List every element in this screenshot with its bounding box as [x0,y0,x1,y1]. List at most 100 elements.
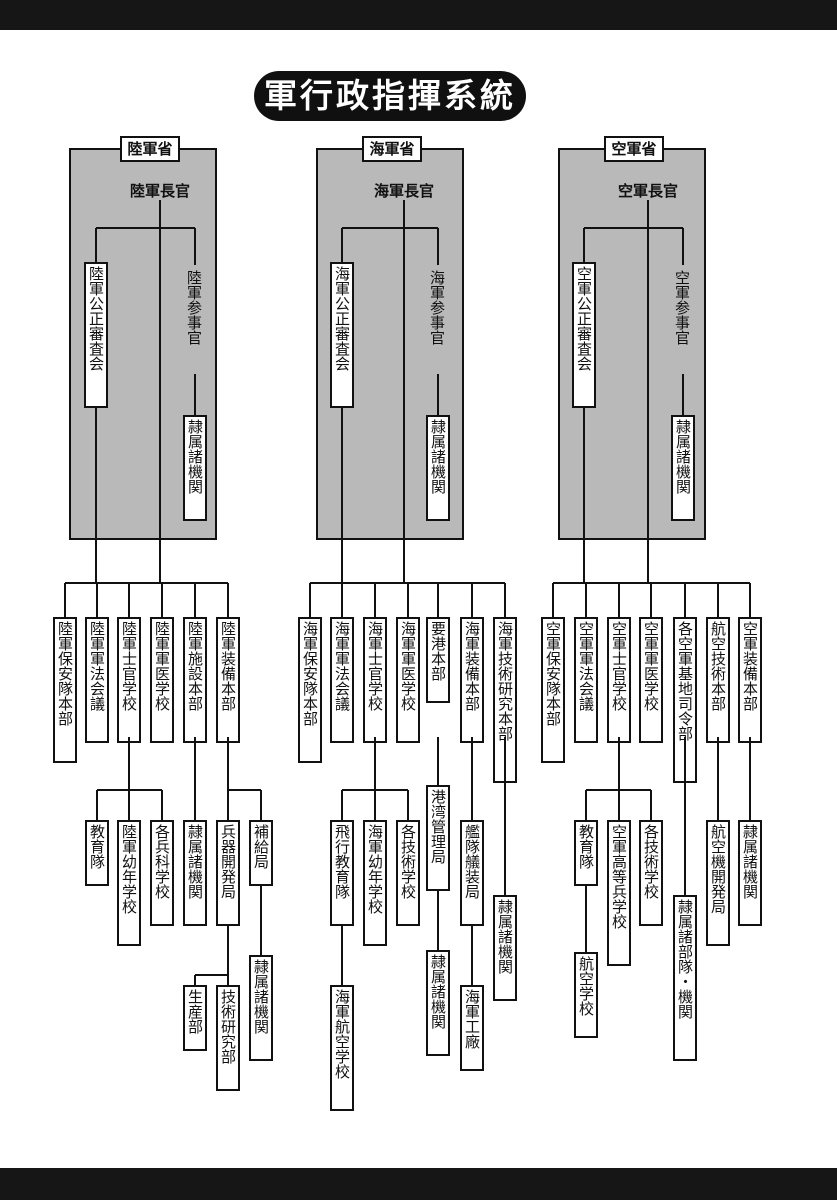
connector-line [96,583,98,617]
connector-line [195,974,228,976]
sub-unit-box: 教育隊 [574,820,598,886]
connector-line [583,408,585,583]
ministry-name-tab: 陸軍省 [120,136,180,162]
connector-line [96,227,195,229]
sub-unit-box: 航空機開発局 [706,820,730,946]
connector-line [583,228,585,262]
connector-line [584,227,683,229]
connector-line [65,582,228,584]
sub-unit-box: 隷属諸機関 [183,820,207,926]
connector-line [227,790,229,820]
connector-line [471,926,473,985]
connector-line [64,583,66,617]
sub-unit-box: 教育隊 [85,820,109,886]
connector-line [341,926,343,985]
connector-line [618,737,620,790]
sub-unit-box: 陸軍幼年学校 [117,820,141,946]
connector-line [682,374,684,415]
connector-line [95,408,97,583]
sub-unit-box: 補給局 [249,820,273,886]
sub-unit-box: 隷属諸機関 [738,820,762,926]
bottom-border-band [0,1168,837,1200]
connector-line [341,228,343,262]
connector-line [128,737,130,790]
connector-line [437,228,439,265]
unit-box: 空軍軍医学校 [639,617,663,743]
connector-line [749,737,751,820]
connector-line [95,228,97,262]
connector-line [504,737,506,895]
counselor-label: 海軍参事官 [428,270,446,345]
unit-box: 海軍装備本部 [460,617,484,743]
affiliated-agencies-box: 隷属諸機関 [671,415,695,521]
connector-line [647,200,649,583]
sub-unit-box: 飛行教育隊 [330,820,354,926]
connector-line [403,200,405,583]
unit-box: 海軍軍医学校 [396,617,420,743]
sub-unit-box: 海軍工廠 [460,985,484,1071]
sub-unit-box: 隷属諸機関 [426,950,450,1056]
connector-line [437,891,439,950]
counselor-label: 空軍参事官 [673,270,691,345]
connector-line [585,583,587,617]
unit-box: 海軍士官学校 [363,617,387,743]
connector-line [194,374,196,415]
unit-box: 要港本部 [426,617,450,703]
connector-line [342,227,438,229]
connector-line [341,790,343,820]
connector-line [194,583,196,617]
unit-box: 空軍装備本部 [738,617,762,743]
minister-title: 陸軍長官 [129,182,190,200]
connector-line [717,583,719,617]
connector-line [585,886,587,952]
connector-line [194,228,196,265]
sub-unit-box: 各技術学校 [639,820,663,926]
connector-line [194,737,196,820]
unit-box: 陸軍軍医学校 [150,617,174,743]
unit-box: 陸軍装備本部 [216,617,240,743]
sub-unit-box: 海軍幼年学校 [363,820,387,946]
connector-line [471,737,473,820]
sub-unit-box: 各兵科学校 [150,820,174,926]
connector-line [227,926,229,975]
connector-line [437,583,439,617]
connector-line [227,583,229,617]
connector-line [96,790,98,820]
public-review-council-box: 陸軍公正審査会 [84,262,108,408]
sub-unit-box: 港湾管理局 [426,785,450,891]
connector-line [650,790,652,820]
minister-title: 空軍長官 [617,182,678,200]
sub-unit-box: 技術研究部 [216,985,240,1091]
connector-line [341,583,343,617]
sub-unit-box: 隷属諸部隊・機関 [673,895,697,1061]
sub-unit-box: 海軍航空学校 [330,985,354,1111]
unit-box: 陸軍軍法会議 [85,617,109,743]
sub-unit-box: 各技術学校 [396,820,420,926]
connector-line [309,583,311,617]
connector-line [407,790,409,820]
ministry-name-tab: 海軍省 [362,136,422,162]
connector-line [374,583,376,617]
connector-line [407,583,409,617]
connector-line [260,886,262,955]
connector-line [618,583,620,617]
unit-box: 空軍士官学校 [607,617,631,743]
affiliated-agencies-box: 隷属諸機関 [426,415,450,521]
connector-line [341,408,343,583]
connector-line [159,200,161,583]
connector-line [437,737,439,785]
minister-title: 海軍長官 [373,182,434,200]
unit-box: 航空技術本部 [706,617,730,743]
sub-unit-box: 兵器開発局 [216,820,240,926]
connector-line [552,583,554,617]
sub-unit-box: 空軍高等兵学校 [607,820,631,966]
unit-box: 陸軍保安隊本部 [53,617,77,763]
sub-unit-box: 艦隊艤装局 [460,820,484,926]
connector-line [585,790,587,820]
connector-line [374,790,376,820]
connector-line [618,790,620,820]
connector-line [128,583,130,617]
connector-line [437,374,439,415]
unit-box: 空軍保安隊本部 [541,617,565,763]
connector-line [471,583,473,617]
